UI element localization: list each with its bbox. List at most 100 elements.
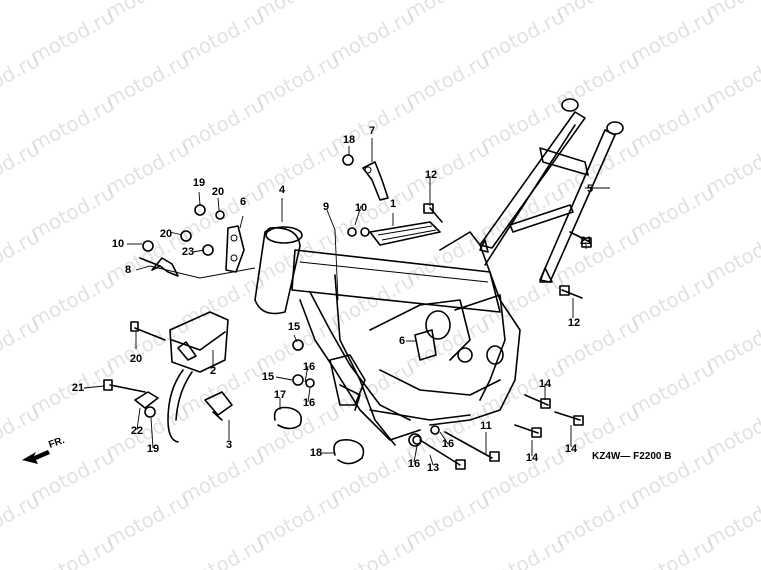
part-callout: 13: [427, 462, 439, 474]
diagram-code: KZ4W— F2200 B: [592, 451, 671, 462]
watermark-text: motod.ru: [176, 92, 268, 156]
part-callout: 10: [355, 202, 367, 214]
part-callout: 14: [565, 443, 578, 455]
part-callout: 23: [182, 246, 194, 258]
part-callout: 8: [125, 264, 131, 276]
watermark-text: motod.ru: [401, 488, 493, 552]
part-callout: 20: [160, 228, 172, 240]
watermark-text: motod.ru: [626, 4, 718, 68]
watermark-text: motod.ru: [476, 532, 568, 570]
part-callout: 14: [539, 378, 552, 390]
watermark-text: motod.ru: [0, 400, 43, 464]
watermark-text: motod.ru: [101, 312, 193, 376]
part-callout: 7: [369, 125, 375, 137]
part-callout: 14: [526, 452, 539, 464]
watermark-text: motod.ru: [626, 268, 718, 332]
watermark-text: motod.ru: [326, 532, 418, 570]
watermark-text: motod.ru: [26, 92, 118, 156]
part-callout: 15: [288, 321, 300, 333]
watermark-text: motod.ru: [101, 48, 193, 112]
leader-lines: [83, 138, 610, 466]
part-callout: 16: [442, 438, 454, 450]
part-callout: 15: [262, 371, 274, 383]
part-callout: 4: [279, 184, 286, 196]
watermark-text: motod.ru: [626, 92, 718, 156]
watermark-text: motod.ru: [176, 532, 268, 570]
watermark-text: motod.ru: [176, 356, 268, 420]
watermark-text: motod.ru: [26, 532, 118, 570]
watermark-text: motod.ru: [551, 48, 643, 112]
watermark-text: motod.ru: [476, 4, 568, 68]
part-callout: 17: [274, 389, 286, 401]
clip-18-a: [273, 406, 303, 430]
part-callout: 3: [226, 439, 232, 451]
part-callout: 12: [425, 169, 437, 181]
front-direction-indicator: FR.: [22, 435, 66, 464]
watermark-text: motod.ru: [0, 312, 43, 376]
part-callout: 20: [212, 186, 224, 198]
part-callout: 6: [399, 335, 405, 347]
part-callout: 9: [323, 201, 329, 213]
direction-label: FR.: [47, 435, 66, 451]
watermark-text: motod.ru: [326, 4, 418, 68]
watermark-text: motod.ru: [251, 48, 343, 112]
part-callout: 16: [303, 361, 315, 373]
watermark-text: motod.ru: [626, 180, 718, 244]
watermark-text: motod.ru: [476, 268, 568, 332]
watermark-text: motod.ru: [401, 136, 493, 200]
watermark-text: motod.ru: [176, 4, 268, 68]
watermark-text: motod.ru: [251, 136, 343, 200]
part-callout: 16: [303, 397, 315, 409]
ignition-coil: [167, 311, 229, 443]
part-callout: 21: [72, 382, 84, 394]
watermark-text: motod.ru: [26, 4, 118, 68]
bolts: [103, 203, 592, 470]
frame-body: [254, 221, 521, 447]
arrow-icon: [22, 450, 50, 464]
watermark-text: motod.ru: [0, 224, 43, 288]
part-callout: 2: [210, 365, 216, 377]
bracket-6-left: [225, 225, 245, 273]
part-callout: 19: [147, 443, 159, 455]
watermark-text: motod.ru: [101, 224, 193, 288]
part-callout: 19: [193, 177, 205, 189]
part-callout: 12: [568, 317, 580, 329]
watermark-text: motod.ru: [626, 356, 718, 420]
part-callout: 18: [310, 447, 322, 459]
watermark-text: motod.ru: [326, 268, 418, 332]
watermark-text: motod.ru: [476, 356, 568, 420]
watermark-text: motod.ru: [0, 0, 43, 24]
watermark-text: motod.ru: [626, 532, 718, 570]
watermark-text: motod.ru: [401, 312, 493, 376]
watermark-text: motod.ru: [176, 444, 268, 508]
part-callout: 18: [343, 134, 355, 146]
stay-7: [362, 161, 389, 201]
watermark-text: motod.ru: [101, 488, 193, 552]
part-callout: 5: [587, 183, 593, 195]
watermark-text: motod.ru: [401, 48, 493, 112]
watermark-text: motod.ru: [476, 92, 568, 156]
subframe: [479, 98, 624, 283]
part-callout: 11: [480, 420, 492, 432]
part-callout: 10: [112, 238, 124, 250]
watermark-text: motod.ru: [0, 488, 43, 552]
clip-18-b: [333, 438, 365, 465]
part-callout: 20: [130, 353, 142, 365]
part-callout: 21: [580, 235, 592, 247]
part-callout: 16: [408, 458, 420, 470]
watermark-text: motod.ru: [0, 48, 43, 112]
watermark-text: motod.ru: [251, 400, 343, 464]
watermark-text: motod.ru: [26, 268, 118, 332]
watermark-text: motod.ru: [26, 180, 118, 244]
watermark-text: motod.ru: [251, 488, 343, 552]
watermark-text: motod.ru: [476, 180, 568, 244]
watermark-text: motod.ru: [551, 224, 643, 288]
watermark-text: motod.ru: [0, 136, 43, 200]
part-callout: 6: [240, 196, 246, 208]
watermark-text: motod.ru: [326, 444, 418, 508]
watermark-text: motod.ru: [101, 136, 193, 200]
watermark-text: motod.ru: [551, 488, 643, 552]
